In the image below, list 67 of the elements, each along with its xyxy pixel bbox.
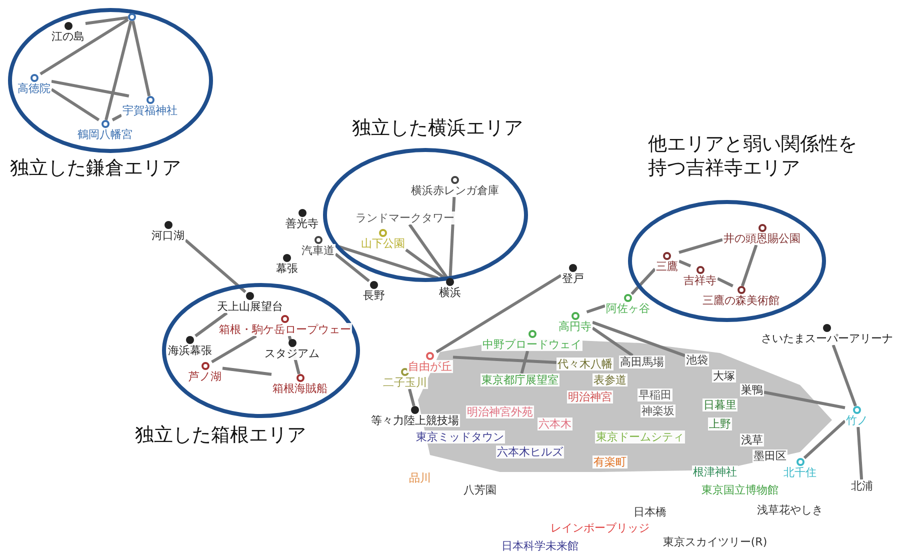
place-label: 江の島: [50, 30, 86, 43]
place-label: 大塚: [712, 370, 736, 382]
place-label: 東京スカイツリー(R): [662, 536, 768, 548]
place-label: 六本木: [538, 418, 572, 430]
place-label: 竹ノ: [845, 414, 869, 427]
area-title: 独立した箱根エリア: [135, 423, 307, 447]
place-label: 幕張: [275, 262, 299, 275]
place-label: 北千住: [782, 466, 818, 479]
place-label: 高田馬場: [619, 356, 665, 368]
place-label: 東京国立博物館: [700, 484, 780, 496]
place-label: 善光寺: [284, 217, 320, 230]
place-label: 根津神社: [692, 466, 738, 478]
place-label: 八芳園: [462, 484, 498, 496]
place-label: レインボーブリッジ: [550, 522, 650, 534]
place-label: スタジアム: [264, 347, 320, 360]
place-label: 海浜幕張: [167, 344, 213, 357]
place-label: 六本木ヒルズ: [496, 446, 564, 458]
area-title: 独立した横浜エリア: [352, 116, 524, 140]
place-label: 早稲田: [638, 388, 672, 402]
place-label: 上野: [708, 418, 732, 430]
place-label: 横浜: [438, 286, 462, 299]
place-label: 阿佐ヶ谷: [605, 302, 651, 315]
place-label: 箱根海賊船: [272, 382, 328, 395]
area-title: 独立した鎌倉エリア: [10, 156, 182, 180]
place-label: 神楽坂: [640, 404, 676, 418]
place-label: 自由が丘: [407, 360, 453, 373]
place-label: 芦ノ湖: [188, 370, 222, 383]
place-label: 墨田区: [752, 450, 788, 462]
place-label: 表参道: [592, 374, 628, 386]
place-label: 汽車道: [300, 244, 336, 257]
place-label: 品川: [408, 472, 432, 484]
place-label: 池袋: [685, 354, 709, 366]
place-label: 山下公園: [360, 237, 406, 250]
place-label: 巣鴨: [740, 384, 764, 396]
place-label: 吉祥寺: [682, 274, 718, 287]
place-label: 鶴岡八幡宮: [76, 128, 134, 141]
place-label: ランドマークタワー: [354, 212, 456, 224]
place-label: 代々木八幡: [556, 358, 614, 370]
place-label: 三鷹: [655, 260, 679, 273]
place-label: 等々力陸上競技場: [370, 414, 460, 427]
place-label: 登戸: [561, 272, 585, 285]
place-label: 高徳院: [16, 82, 52, 95]
place-label: 日暮里: [702, 398, 738, 412]
place-label: 二子玉川: [382, 376, 428, 389]
place-label: 日本橋: [632, 506, 668, 518]
place-label: 東京都庁展望室: [480, 374, 560, 386]
place-label: 東京ドームシティ: [595, 430, 685, 444]
place-label: 長野: [362, 289, 386, 302]
place-label: 天上山展望台: [216, 300, 284, 313]
place-label: 東京ミッドタウン: [415, 430, 505, 444]
place-label: 中野ブロードウェイ: [482, 338, 582, 351]
place-label: 明治神宮: [567, 390, 613, 404]
place-label: 横浜赤レンガ倉庫: [410, 184, 500, 197]
place-label: 北浦: [850, 480, 874, 492]
place-label: 河口湖: [150, 229, 186, 242]
place-label: 宇賀福神社: [122, 104, 178, 117]
area-title: 他エリアと弱い関係性を持つ吉祥寺エリア: [648, 132, 858, 180]
place-label: さいたまスーパーアリーナ: [760, 332, 894, 345]
place-label: 有楽町: [592, 456, 628, 468]
place-label: 明治神宮外苑: [466, 406, 534, 418]
place-label: 浅草花やしき: [756, 504, 824, 516]
place-label: 箱根・駒ケ岳ロープウェー: [218, 323, 352, 336]
place-label: 浅草: [740, 434, 764, 446]
place-label: 井の頭恩賜公園: [722, 232, 802, 245]
place-label: 高円寺: [558, 320, 592, 333]
place-label: 日本科学未来館: [500, 540, 580, 552]
place-label: 三鷹の森美術館: [702, 294, 780, 307]
